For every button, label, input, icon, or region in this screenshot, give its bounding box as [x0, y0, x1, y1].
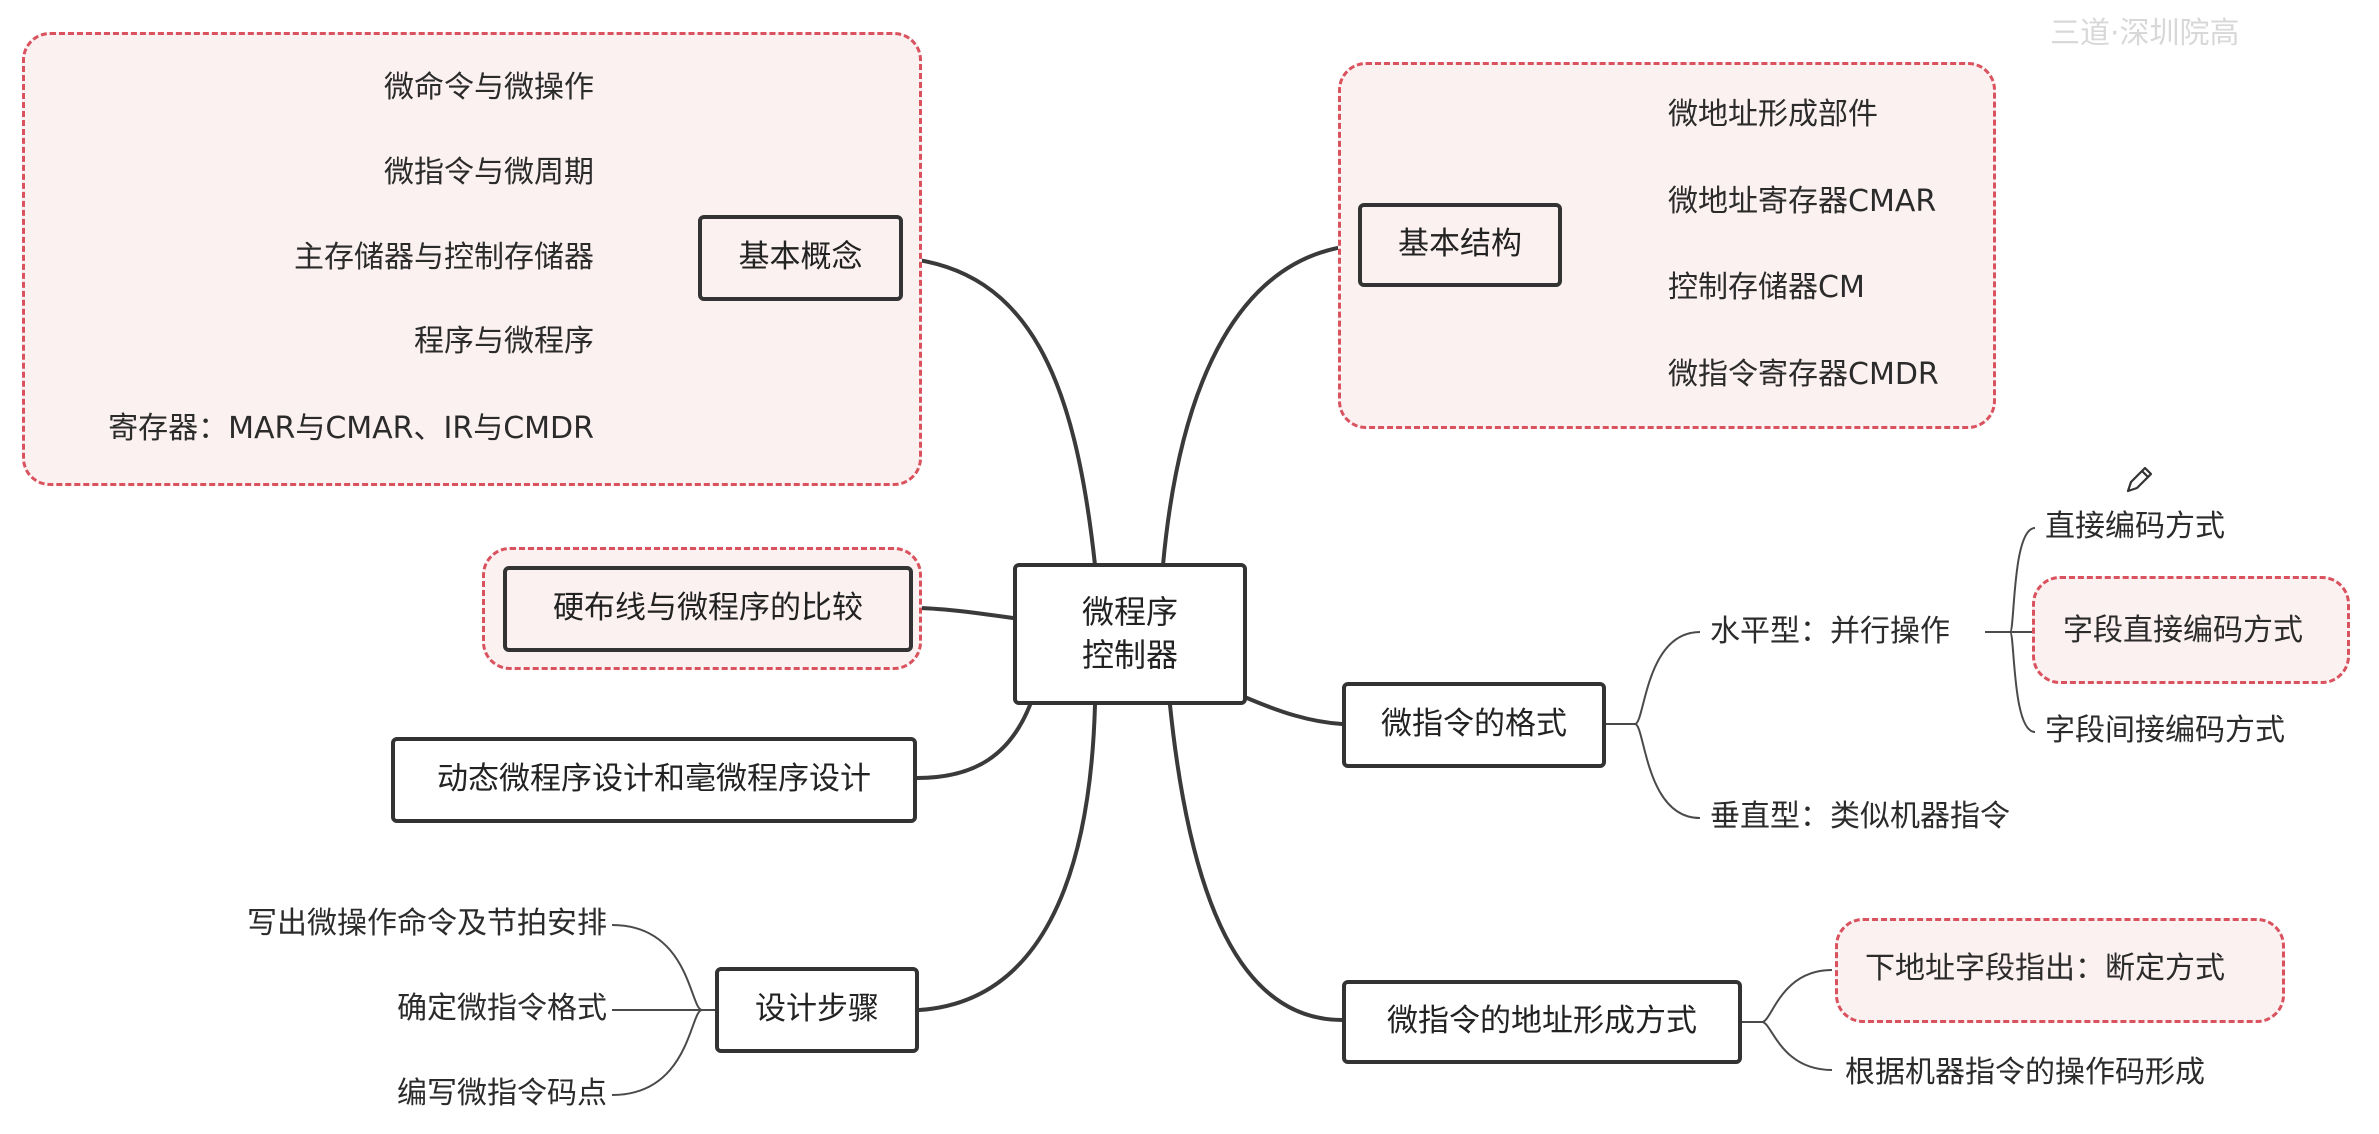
dynamic-microprogramming-node[interactable]: 动态微程序设计和毫微程序设计 — [391, 737, 917, 823]
encoding-item[interactable]: 直接编码方式 — [2045, 509, 2225, 544]
format-node[interactable]: 微指令的格式 — [1342, 682, 1606, 768]
basic-concepts-title: 基本概念 — [738, 239, 863, 276]
center-node-line1: 微程序 — [1081, 592, 1178, 631]
comparison-node[interactable]: 硬布线与微程序的比较 — [503, 566, 913, 652]
address-item[interactable]: 根据机器指令的操作码形成 — [1845, 1055, 2205, 1090]
highlight-field-direct — [2032, 576, 2350, 684]
concept-item[interactable]: 寄存器：MAR与CMAR、IR与CMDR — [108, 411, 594, 446]
connector-center-comparison — [911, 606, 1015, 620]
vertical-type[interactable]: 垂直型：类似机器指令 — [1710, 799, 2010, 834]
center-node-line2: 控制器 — [1081, 636, 1178, 674]
structure-item[interactable]: 控制存储器CM — [1668, 270, 1865, 305]
dynamic-title: 动态微程序设计和毫微程序设计 — [437, 761, 871, 798]
structure-item[interactable]: 微指令寄存器CMDR — [1668, 357, 1939, 392]
connector-design-steps-leaves — [611, 924, 715, 1096]
structure-item[interactable]: 微地址寄存器CMAR — [1668, 184, 1937, 219]
watermark-text: 三道·深圳院高 — [2050, 16, 2240, 51]
connector-center-address — [1168, 703, 1344, 1022]
connector-center-dynamic — [915, 703, 1032, 780]
design-step-item[interactable]: 写出微操作命令及节拍安排 — [247, 906, 607, 941]
address-item[interactable]: 下地址字段指出：断定方式 — [1865, 951, 2225, 986]
pen-cursor-icon — [2126, 466, 2153, 493]
connector-format-branches — [1606, 631, 1701, 819]
encoding-item[interactable]: 字段间接编码方式 — [2045, 713, 2285, 748]
address-title: 微指令的地址形成方式 — [1387, 1003, 1697, 1040]
connector-center-design-steps — [917, 703, 1097, 1012]
concept-item[interactable]: 程序与微程序 — [414, 324, 594, 359]
design-step-item[interactable]: 确定微指令格式 — [397, 991, 607, 1026]
basic-concepts-node[interactable]: 基本概念 — [698, 215, 903, 301]
concept-item[interactable]: 微命令与微操作 — [384, 70, 594, 105]
basic-structure-node[interactable]: 基本结构 — [1358, 203, 1562, 287]
center-node[interactable]: 微程序 控制器 — [1013, 563, 1247, 705]
design-step-item[interactable]: 编写微指令码点 — [397, 1076, 607, 1111]
comparison-title: 硬布线与微程序的比较 — [553, 590, 863, 627]
format-title: 微指令的格式 — [1381, 706, 1567, 743]
connector-horizontal-leaves — [1985, 527, 2036, 733]
connector-address-leaves — [1742, 969, 1833, 1071]
concept-item[interactable]: 微指令与微周期 — [384, 155, 594, 190]
encoding-item[interactable]: 字段直接编码方式 — [2063, 613, 2303, 648]
connector-center-format — [1245, 696, 1344, 726]
design-steps-node[interactable]: 设计步骤 — [715, 967, 919, 1053]
concept-item[interactable]: 主存储器与控制存储器 — [294, 240, 594, 275]
address-formation-node[interactable]: 微指令的地址形成方式 — [1342, 980, 1742, 1064]
horizontal-type[interactable]: 水平型：并行操作 — [1710, 614, 1950, 649]
connector-center-basic-structure — [1161, 243, 1360, 567]
connector-center-basic-concepts — [901, 256, 1097, 567]
structure-item[interactable]: 微地址形成部件 — [1668, 97, 1878, 132]
highlight-next-address — [1835, 918, 2285, 1023]
design-steps-title: 设计步骤 — [755, 991, 879, 1028]
basic-structure-title: 基本结构 — [1398, 226, 1522, 263]
